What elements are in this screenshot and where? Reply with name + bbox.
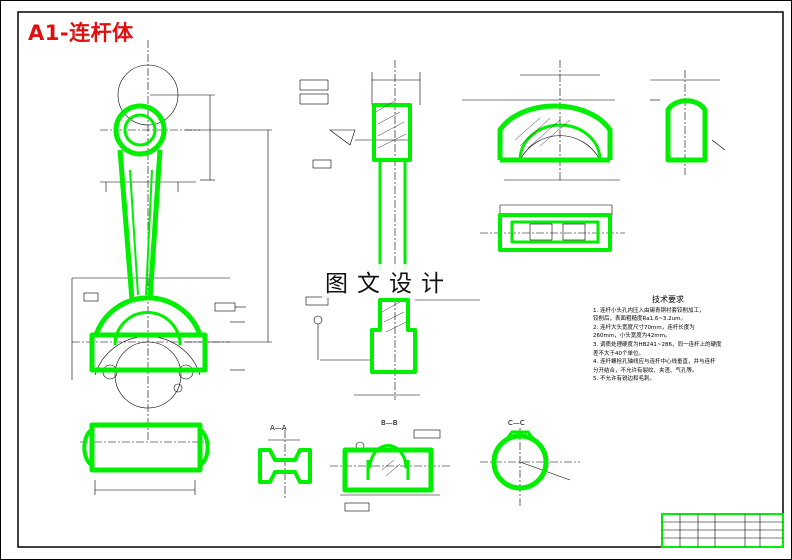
side-view-hatch bbox=[375, 99, 407, 333]
watermark-text: 图文设计 bbox=[322, 264, 456, 298]
title-block bbox=[661, 513, 784, 548]
section-label-c-c: C—C bbox=[508, 419, 525, 427]
section-label-b-b: B—B bbox=[381, 419, 398, 427]
requirement-line: 4. 连杆螺栓孔轴线应与连杆中心线垂直，并与连杆 bbox=[593, 359, 716, 366]
side-view-highlight bbox=[370, 103, 417, 374]
requirement-line: 5. 不允许有锐边和毛刺。 bbox=[593, 376, 655, 383]
section-label-a-a: A—A bbox=[270, 424, 287, 432]
cap-top-highlight bbox=[498, 213, 612, 252]
section-a-a-highlight bbox=[258, 448, 312, 484]
plan-view bbox=[80, 441, 210, 495]
technical-requirements: 技术要求 1. 连杆小头孔内压入由锡青铜衬套铰削加工， 铰削后，表面粗糙度Ra1… bbox=[593, 295, 773, 384]
requirement-line: 铰削后，表面粗糙度Ra1.6~3.2um。 bbox=[593, 316, 687, 323]
section-b-b-highlight bbox=[342, 444, 434, 493]
requirement-line: 差不大于40个单位。 bbox=[593, 350, 644, 357]
requirement-line: 3. 调质处理硬度为HB241~286，同一连杆上的硬度 bbox=[593, 341, 722, 348]
main-rod-highlight bbox=[89, 103, 208, 373]
requirement-line: 分开结合，不允许有裂纹、夹渣、气孔等。 bbox=[593, 367, 698, 374]
technical-requirements-title: 技术要求 bbox=[652, 295, 684, 304]
inner-frame bbox=[17, 11, 784, 548]
cap-side-highlight bbox=[665, 98, 708, 163]
section-b-b-hatch bbox=[381, 459, 401, 477]
requirement-line: 1. 连杆小头孔内压入由锡青铜衬套铰削加工， bbox=[593, 307, 705, 314]
cap-view-highlight bbox=[497, 103, 613, 163]
plan-view-highlight bbox=[82, 422, 210, 473]
requirement-line: 2. 连杆大头宽度尺寸70mm，连杆长度为 bbox=[593, 324, 695, 331]
requirement-line: 260mm，小头宽度为42mm。 bbox=[593, 333, 671, 340]
side-view bbox=[299, 60, 480, 400]
cap-view-hatch bbox=[514, 117, 571, 149]
drawing-title: A1-连杆体 bbox=[28, 21, 134, 45]
section-c-c-highlight bbox=[491, 430, 549, 491]
section-a-a-view bbox=[268, 430, 300, 500]
